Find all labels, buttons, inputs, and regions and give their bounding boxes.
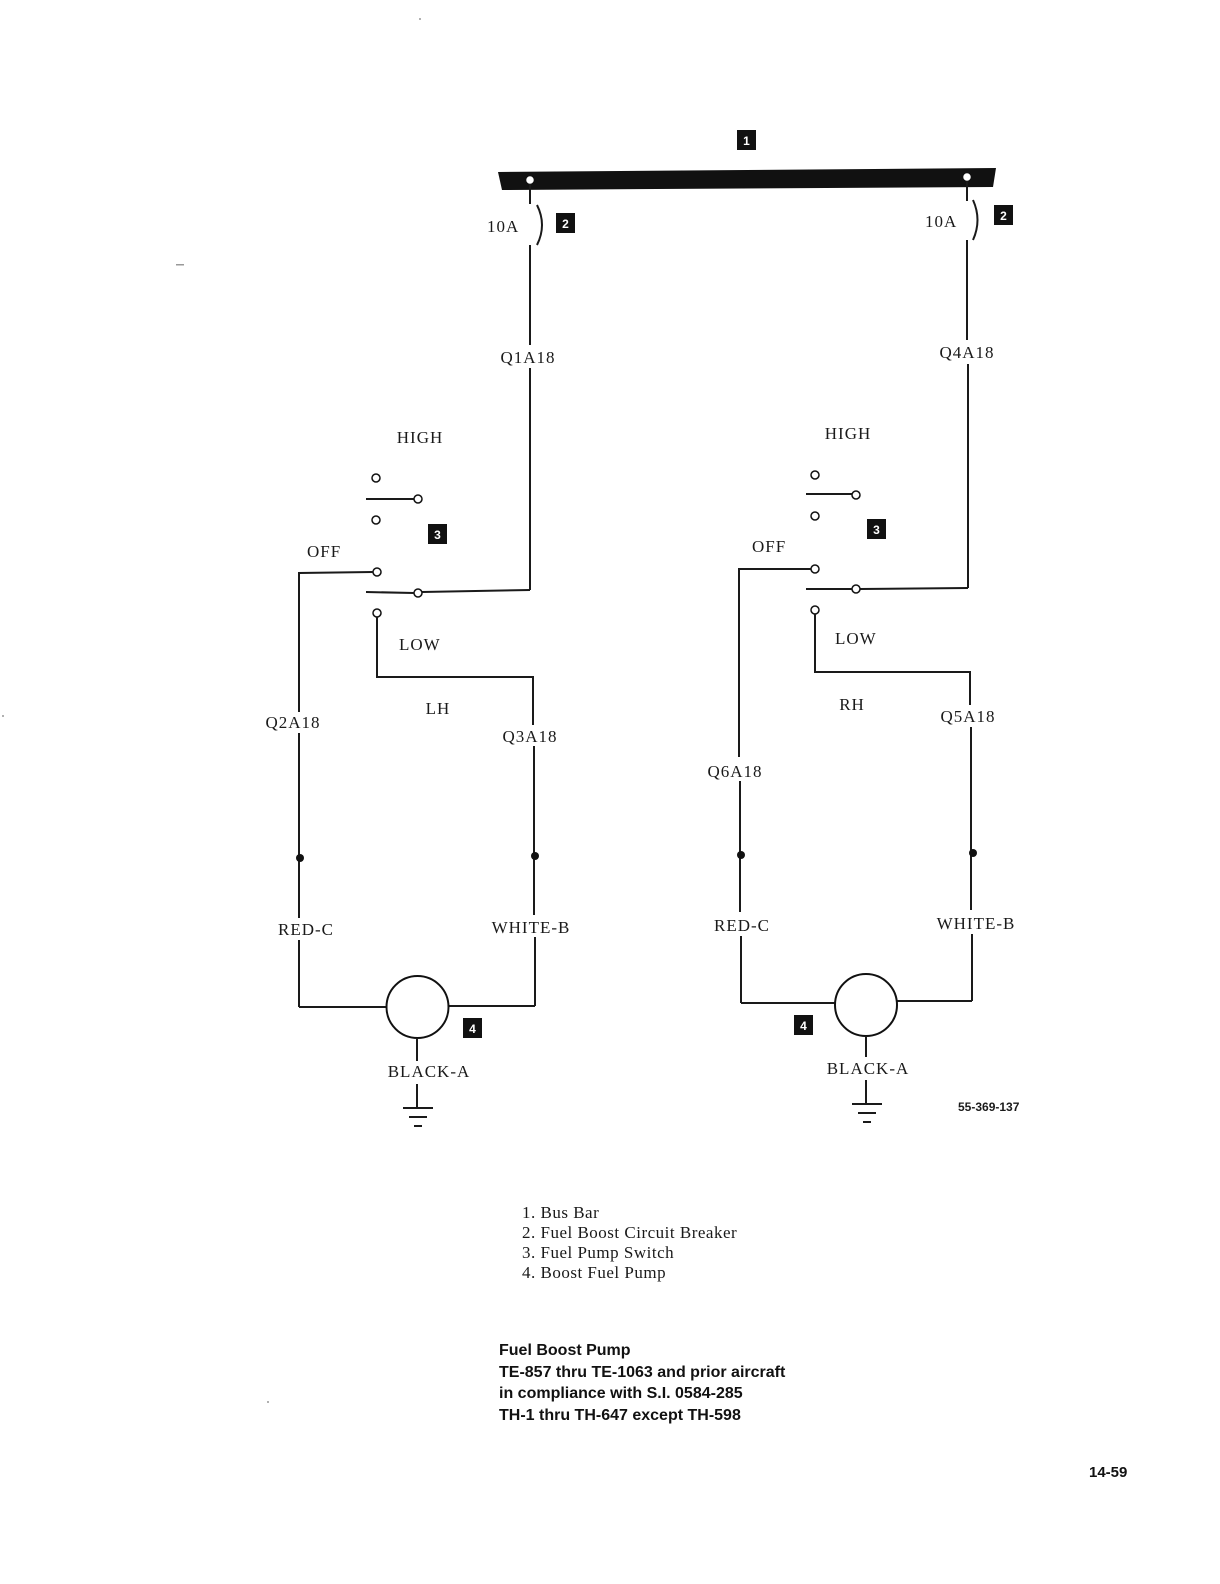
right-pos-high: HIGH [825,424,872,443]
right-breaker-rating: 10A [925,212,957,231]
scan-specks [2,18,421,1403]
legend-item: 3. Fuel Pump Switch [522,1243,675,1262]
right-wire-low: Q5A18 [940,707,995,726]
left-pos-high: HIGH [397,428,444,447]
left-pump-badge: 4 [463,1018,482,1038]
right-wire-off: Q6A18 [707,762,762,781]
caption-title: Fuel Boost Pump [499,1342,631,1359]
right-breaker-badge: 2 [994,205,1013,225]
right-lead-b: WHITE-B [937,914,1016,933]
svg-text:2: 2 [562,217,569,231]
svg-text:3: 3 [873,523,880,537]
left-circuit [296,184,543,1127]
left-breaker-badge: 2 [556,213,575,233]
legend-item: 1. Bus Bar [522,1203,600,1222]
figure-code: 55-369-137 [958,1100,1020,1114]
left-wire-off: Q2A18 [265,713,320,732]
right-pos-off: OFF [752,537,786,556]
left-wire-low: Q3A18 [502,727,557,746]
left-pos-off: OFF [307,542,341,561]
left-breaker-rating: 10A [487,217,519,236]
caption-line: TH-1 thru TH-647 except TH-598 [499,1406,741,1424]
figure-caption: Fuel Boost Pump TE-857 thru TE-1063 and … [499,1340,785,1426]
svg-text:1: 1 [743,134,750,148]
left-side-label: LH [426,699,451,718]
right-side-label: RH [839,695,865,714]
svg-text:2: 2 [1000,209,1007,223]
right-circuit [737,181,979,1123]
left-switch-badge: 3 [428,524,447,544]
left-pos-low: LOW [399,635,441,654]
left-lead-c: RED-C [278,920,334,939]
legend-item: 4. Boost Fuel Pump [522,1263,667,1282]
legend-item: 2. Fuel Boost Circuit Breaker [522,1223,738,1242]
right-pos-low: LOW [835,629,877,648]
left-lead-b: WHITE-B [492,918,571,937]
right-lead-c: RED-C [714,916,770,935]
caption-line: TE-857 thru TE-1063 and prior aircraft [499,1363,786,1381]
parts-legend: 1. Bus Bar 2. Fuel Boost Circuit Breaker… [522,1203,737,1283]
svg-text:3: 3 [434,528,441,542]
right-switch-badge: 3 [867,519,886,539]
page-number: 14-59 [1089,1464,1128,1481]
bus-bar [498,168,996,190]
caption-line: in compliance with S.I. 0584-285 [499,1385,743,1402]
left-lead-a: BLACK-A [388,1062,471,1081]
right-wire-feed: Q4A18 [939,343,994,362]
bus-bar-badge: 1 [737,130,756,150]
svg-text:4: 4 [800,1019,807,1033]
right-lead-a: BLACK-A [827,1059,910,1078]
svg-text:4: 4 [469,1022,476,1036]
right-pump-badge: 4 [794,1015,813,1035]
left-wire-feed: Q1A18 [500,348,555,367]
